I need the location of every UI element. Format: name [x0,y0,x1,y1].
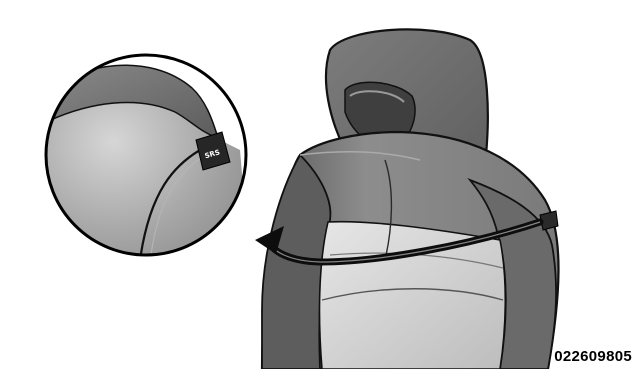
figure-reference-code: 022609805 [554,348,632,365]
magnifier-callout: SRS [40,50,255,270]
seat-illustration [262,29,559,369]
seat-insert [320,222,506,369]
